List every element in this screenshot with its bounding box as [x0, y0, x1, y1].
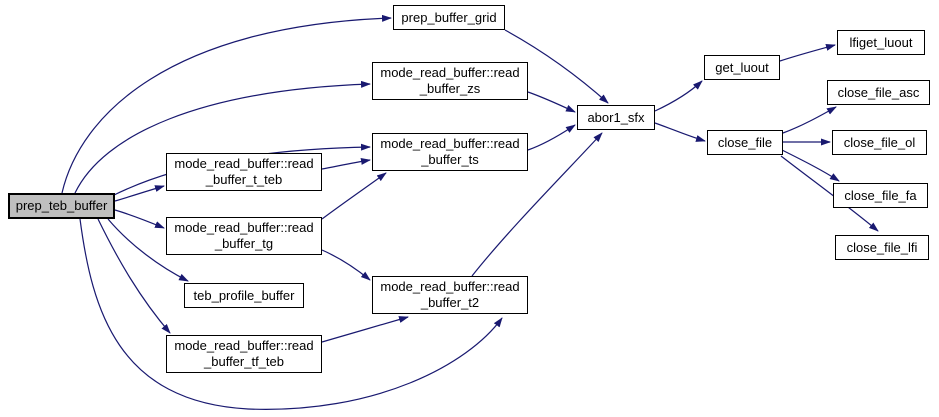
node-close_file_ol[interactable]: close_file_ol	[832, 130, 927, 155]
node-read_buffer_tf_teb[interactable]: mode_read_buffer::read _buffer_tf_teb	[166, 335, 322, 373]
node-read_buffer_tg[interactable]: mode_read_buffer::read _buffer_tg	[166, 217, 322, 255]
edge-read_buffer_tf_teb-read_buffer_t2	[321, 316, 409, 343]
node-read_buffer_t2[interactable]: mode_read_buffer::read _buffer_t2	[372, 276, 528, 314]
edge-prep_teb_buffer-read_buffer_t2	[79, 218, 503, 410]
node-abor1_sfx[interactable]: abor1_sfx	[577, 105, 655, 130]
edge-read_buffer_t_teb-read_buffer_ts	[321, 158, 371, 170]
edge-prep_teb_buffer-read_buffer_t_teb	[114, 185, 165, 202]
edge-prep_teb_buffer-prep_buffer_grid	[61, 14, 392, 194]
edge-prep_teb_buffer-teb_profile_buffer	[107, 218, 189, 282]
node-teb_profile_buffer[interactable]: teb_profile_buffer	[184, 283, 304, 308]
node-close_file_asc[interactable]: close_file_asc	[827, 80, 930, 105]
edge-close_file-close_file_asc	[782, 106, 837, 134]
edge-prep_buffer_grid-abor1_sfx	[504, 29, 609, 104]
edge-prep_teb_buffer-read_buffer_tg	[114, 209, 165, 229]
edge-prep_teb_buffer-read_buffer_tf_teb	[97, 218, 171, 334]
node-lfiget_luout[interactable]: lfiget_luout	[837, 30, 925, 55]
edge-close_file-close_file_fa	[781, 149, 840, 182]
edge-prep_teb_buffer-read_buffer_zs	[74, 80, 371, 194]
edge-read_buffer_t2-abor1_sfx	[471, 132, 603, 277]
edge-read_buffer_tg-read_buffer_t2	[321, 249, 371, 281]
edge-read_buffer_ts-abor1_sfx	[527, 124, 576, 151]
node-close_file[interactable]: close_file	[707, 130, 783, 155]
edge-abor1_sfx-close_file	[654, 122, 706, 142]
edge-read_buffer_tg-read_buffer_ts	[321, 172, 387, 220]
node-get_luout[interactable]: get_luout	[704, 55, 780, 80]
edge-abor1_sfx-get_luout	[654, 80, 703, 112]
node-read_buffer_zs[interactable]: mode_read_buffer::read _buffer_zs	[372, 62, 528, 100]
node-prep_teb_buffer[interactable]: prep_teb_buffer	[8, 193, 115, 219]
node-close_file_lfi[interactable]: close_file_lfi	[835, 235, 929, 260]
edge-read_buffer_zs-abor1_sfx	[527, 91, 576, 113]
node-prep_buffer_grid[interactable]: prep_buffer_grid	[393, 5, 505, 30]
edge-close_file-close_file_lfi	[780, 155, 879, 232]
node-close_file_fa[interactable]: close_file_fa	[833, 183, 928, 208]
node-read_buffer_ts[interactable]: mode_read_buffer::read _buffer_ts	[372, 133, 528, 171]
node-read_buffer_t_teb[interactable]: mode_read_buffer::read _buffer_t_teb	[166, 153, 322, 191]
edge-get_luout-lfiget_luout	[779, 44, 836, 62]
